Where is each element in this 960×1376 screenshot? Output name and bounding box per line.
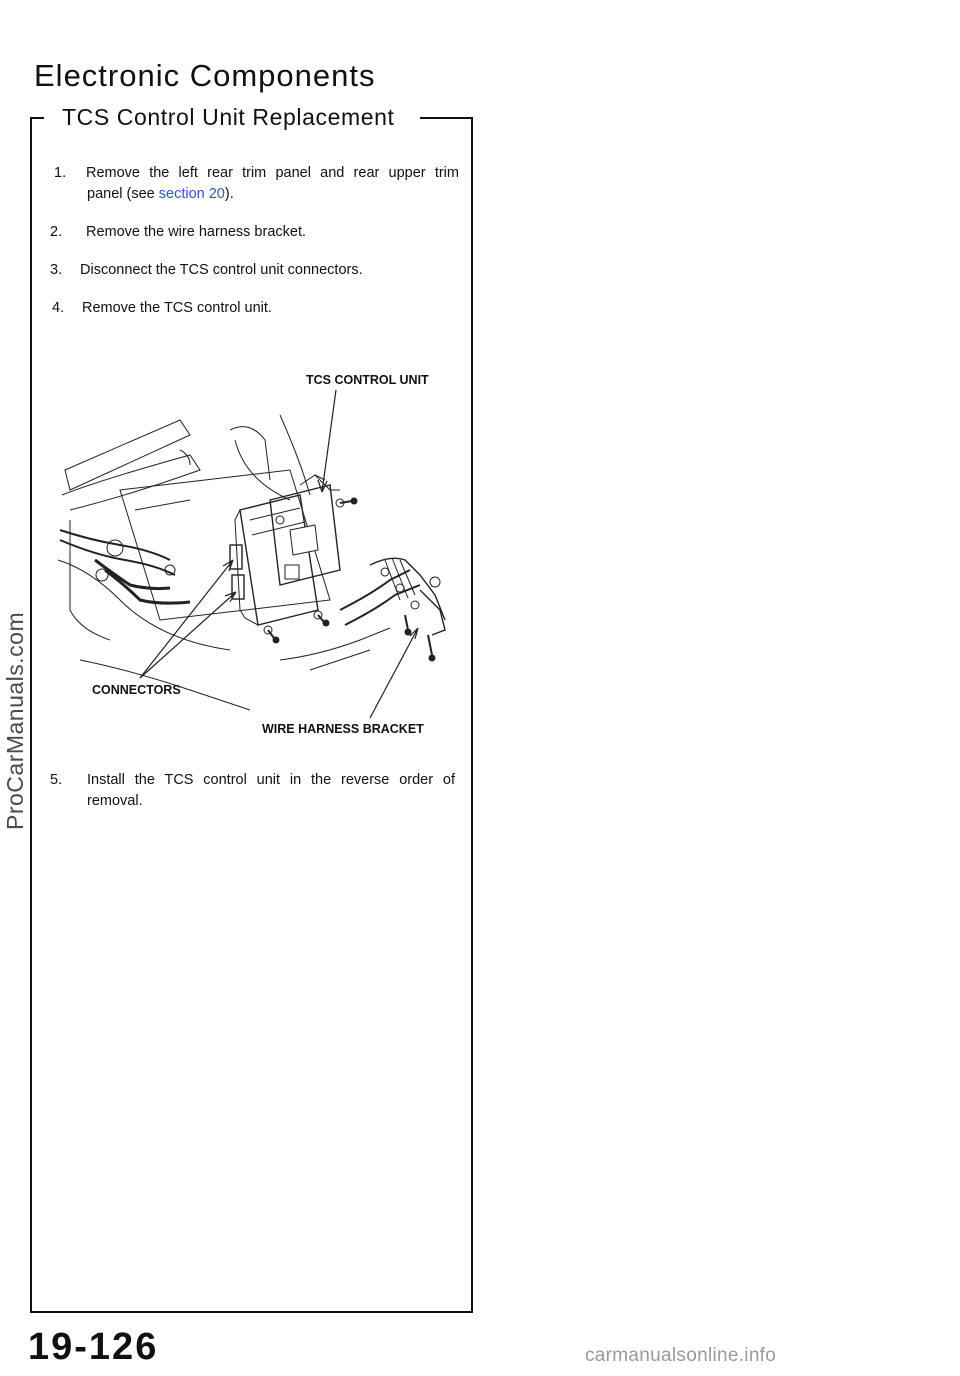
step-4: 4. Remove the TCS control unit. [52,298,457,319]
page-title: Electronic Components [34,58,376,93]
step-text: Remove the left rear trim panel and rear… [86,165,459,181]
step-text: removal. [87,793,143,809]
step-number: 5. [50,772,63,788]
step-text: Install the TCS control unit in the reve… [87,772,455,788]
leader-line-connector-upper [139,559,234,679]
step-text: Disconnect the TCS control unit connecto… [80,262,363,278]
leader-line-tcs [321,389,337,493]
step-1: 1. Remove the left rear trim panel and r… [54,163,459,205]
step-text: panel (see [87,186,159,202]
connector-upper [229,544,243,570]
step-number: 1. [54,165,67,181]
frame-top-right-rule [420,117,473,119]
step-3: 3. Disconnect the TCS control unit connec… [50,260,455,281]
step-5: 5. Install the TCS control unit in the r… [50,770,455,812]
leader-line-bracket [369,627,419,719]
frame-left-rule [30,117,32,1312]
frame-top-left-rule [30,117,44,119]
frame-bottom-rule [30,1311,473,1313]
leader-line-connector-lower [139,591,237,679]
section-title: TCS Control Unit Replacement [58,104,399,131]
step-text: Remove the TCS control unit. [82,300,272,316]
step-2: 2. Remove the wire harness bracket. [50,222,455,243]
step-text: Remove the wire harness bracket. [86,224,307,240]
tcs-control-unit-label: TCS CONTROL UNIT [306,373,429,387]
side-watermark: ProCarManuals.com [2,611,28,830]
section-20-link[interactable]: section 20 [158,186,225,202]
step-text: ). [224,186,234,202]
connectors-label: CONNECTORS [92,683,181,697]
page-number: 19-126 [28,1326,159,1368]
step-number: 2. [50,224,63,240]
control-unit-body [269,484,341,586]
frame-right-rule [471,117,473,1312]
step-number: 3. [50,262,63,278]
footer-watermark: carmanualsonline.info [585,1345,777,1366]
wire-harness-bracket-label: WIRE HARNESS BRACKET [262,722,424,736]
wire-harness-bracket-shape [419,589,446,636]
step-number: 4. [52,300,65,316]
tcs-control-unit-illustration: TCS CONTROL UNIT CONNECTORS WIRE HARNESS… [57,373,446,736]
body-panel-line [64,419,191,491]
